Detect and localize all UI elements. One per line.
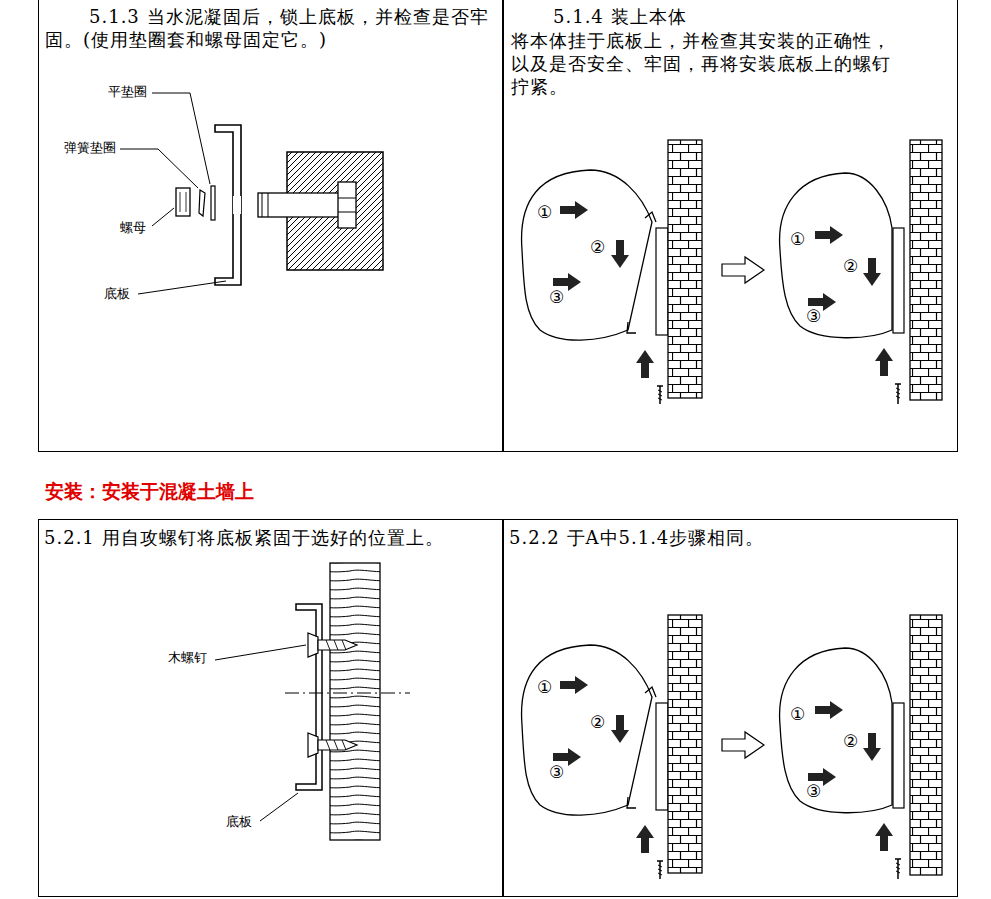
- callout-number: ③: [549, 762, 564, 782]
- callout-number: ①: [537, 202, 552, 222]
- callout-number: ③: [549, 287, 564, 307]
- table-cell: 5.1.3 当水泥凝固后，锁上底板，并检查是否牢固。(使用垫圈套和螺母固定它。): [38, 0, 504, 452]
- part-label: 螺母: [120, 220, 146, 236]
- part-label: 木螺钉: [168, 650, 207, 666]
- part-label: 底板: [104, 286, 130, 302]
- part-label: 底板: [226, 814, 252, 830]
- step-text: 将本体挂于底板上，并检查其安装的正确性，以及是否安全、牢固，再将安装底板上的螺钉…: [511, 29, 909, 98]
- callout-number: ③: [806, 781, 821, 801]
- callout-number: ①: [790, 704, 805, 724]
- part-label: 平垫圈: [108, 84, 147, 100]
- step-text: 5.2.2 于A中5.1.4步骤相同。: [509, 526, 949, 549]
- callout-number: ②: [843, 731, 858, 751]
- callout-number: ②: [590, 712, 605, 732]
- section-heading: 安装：安装于混凝土墙上: [45, 479, 254, 505]
- step-heading: 5.1.4 装上本体: [553, 5, 943, 28]
- table-cell: 5.2.1 用自攻螺钉将底板紧固于选好的位置上。: [38, 519, 504, 897]
- callout-number: ①: [537, 677, 552, 697]
- callout-number: ②: [843, 256, 858, 276]
- step-text: 5.1.3 当水泥凝固后，锁上底板，并检查是否牢固。(使用垫圈套和螺母固定它。): [45, 5, 497, 51]
- part-label: 弹簧垫圈: [64, 140, 116, 156]
- callout-number: ②: [590, 237, 605, 257]
- callout-number: ③: [806, 306, 821, 326]
- table-cell: 5.2.2 于A中5.1.4步骤相同。: [502, 519, 958, 897]
- table-cell: 5.1.4 装上本体将本体挂于底板上，并检查其安装的正确性，以及是否安全、牢固，…: [502, 0, 958, 452]
- step-text: 5.2.1 用自攻螺钉将底板紧固于选好的位置上。: [44, 526, 500, 549]
- callout-number: ①: [790, 229, 805, 249]
